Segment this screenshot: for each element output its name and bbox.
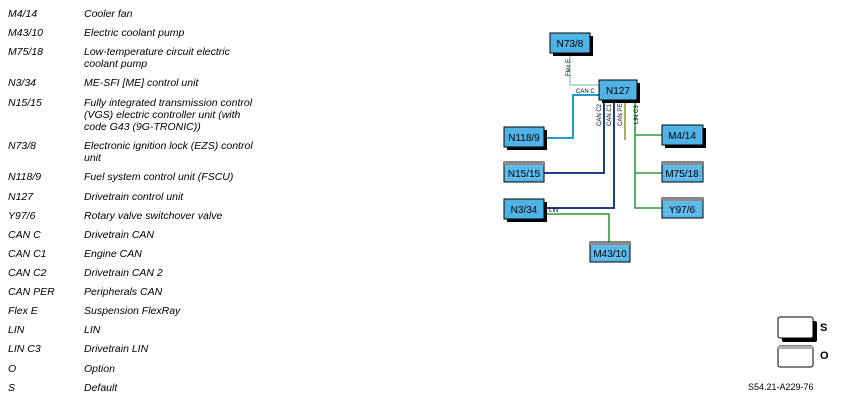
node-label: M75/18 (665, 169, 699, 180)
legend-code: N3/34 (8, 77, 37, 89)
legend-desc: Drivetrain CAN 2 (84, 267, 163, 279)
bus-label-lin-c3: LIN C3 (634, 105, 640, 124)
key-label: S (820, 322, 827, 334)
node-label: Y97/6 (669, 205, 696, 216)
legend-desc: LIN (84, 324, 101, 336)
legend-desc: Drivetrain CAN (84, 229, 155, 241)
legend-code: N118/9 (8, 171, 42, 183)
legend-code: N127 (8, 191, 34, 203)
bus-label-flex-e: Flex E (566, 59, 572, 76)
bus-label-can-c: CAN C (576, 89, 595, 95)
node-n15-15: N15/15 (503, 161, 545, 183)
node-n118-9: N118/9 (503, 126, 547, 150)
legend-desc: Fuel system control unit (FSCU) (84, 171, 234, 183)
node-label: M4/14 (668, 131, 696, 142)
lin-c3-line (634, 101, 662, 209)
legend-desc: Electronic ignition lock (EZS) control u… (84, 140, 253, 164)
node-label: N127 (606, 86, 630, 97)
legend-code: CAN C2 (8, 267, 47, 279)
node-m75-18: M75/18 (661, 161, 704, 183)
legend-desc: Drivetrain LIN (84, 343, 149, 355)
legend-code: CAN C (8, 229, 41, 241)
reference-code: S54.21-A229-76 (748, 382, 814, 392)
node-n3-34: N3/34 (503, 198, 547, 222)
bus-label-can-c2: CAN C2 (597, 103, 603, 126)
legend-desc: Default (84, 382, 118, 394)
node-label: N118/9 (508, 133, 540, 144)
bus-label-lin: LIN (549, 208, 558, 214)
node-m4-14: M4/14 (661, 124, 706, 148)
legend-code: M43/10 (8, 27, 44, 39)
flex-e-line (569, 56, 599, 86)
node-label: N15/15 (508, 169, 541, 180)
node-y97-6: Y97/6 (661, 197, 704, 219)
legend-desc: Fully integrated transmission control (V… (84, 97, 253, 133)
legend-desc: Suspension FlexRay (84, 305, 181, 317)
bus-label-can-c1: CAN C1 (607, 103, 613, 126)
legend-code: S (8, 382, 16, 394)
legend-code: Y97/6 (8, 210, 36, 222)
legend-code: N73/8 (8, 140, 37, 152)
legend-desc: Rotary valve switchover valve (84, 210, 223, 222)
can-c-line (544, 94, 599, 139)
node-label: M43/10 (593, 249, 627, 260)
legend-desc: Low-temperature circuit electric coolant… (84, 46, 230, 70)
legend-desc: Cooler fan (84, 8, 133, 20)
node-m43-10: M43/10 (589, 241, 631, 263)
legend-code: CAN C1 (8, 248, 47, 260)
legend-code: M75/18 (8, 46, 44, 58)
legend-code: Flex E (8, 305, 38, 317)
legend-code: CAN PER (8, 286, 55, 298)
legend-desc: ME-SFI [ME] control unit (84, 77, 199, 89)
legend-code: LIN C3 (8, 343, 41, 355)
key-standard: S (777, 316, 827, 342)
legend-code: N15/15 (8, 97, 42, 109)
key-optional: O (777, 345, 829, 368)
node-label: N73/8 (557, 39, 584, 50)
can-c1-line (544, 101, 615, 209)
legend-desc: Drivetrain control unit (84, 191, 184, 203)
can-c2-line (544, 101, 605, 174)
legend-code: LIN (8, 324, 25, 336)
node-n73-8: N73/8 (549, 32, 593, 56)
legend-desc: Option (84, 363, 115, 375)
legend-desc: Electric coolant pump (84, 27, 185, 39)
legend-code: M4/14 (8, 8, 38, 20)
lin-line (544, 213, 610, 242)
legend-desc: Engine CAN (84, 248, 142, 260)
node-n127: N127 (598, 79, 640, 103)
bus-label-can-per: CAN PER (618, 99, 624, 126)
key-label: O (820, 350, 829, 362)
node-label: N3/34 (511, 205, 538, 216)
legend-desc: Peripherals CAN (84, 286, 163, 298)
legend-code: O (8, 363, 17, 375)
